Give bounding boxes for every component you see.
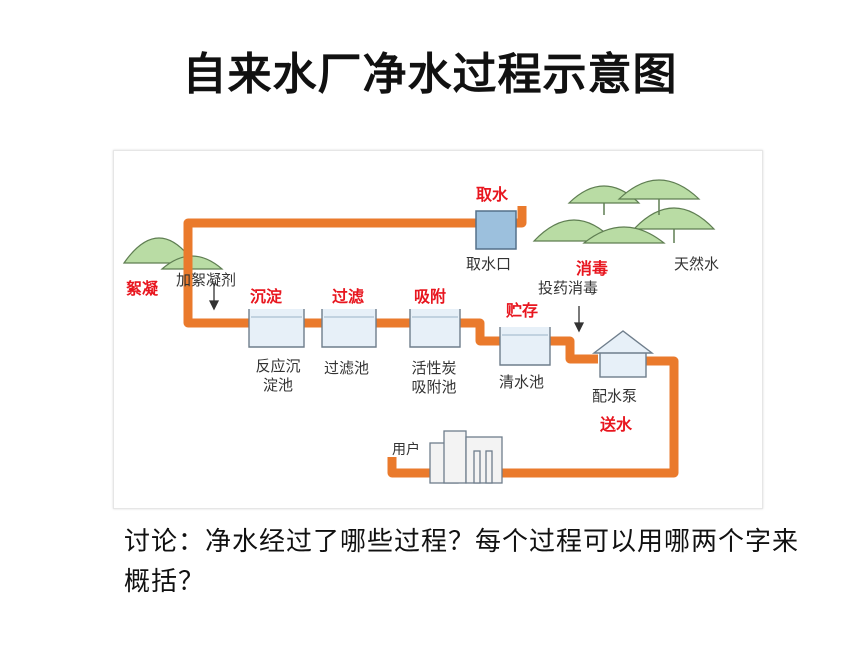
water-lines (251, 316, 548, 336)
filter-tank (321, 309, 377, 348)
reaction-tank-label: 反应沉 淀池 (255, 357, 301, 394)
annotation-disinfect: 消毒 (576, 259, 609, 278)
intake-pipe (183, 206, 527, 328)
clear-tank (499, 327, 551, 366)
dosing-arrows (208, 283, 585, 333)
pipe-seg-4 (548, 336, 598, 364)
add-disinfectant-label: 投药消毒 (538, 279, 599, 297)
annotation-adsorb: 吸附 (414, 287, 447, 306)
carbon-tank (409, 309, 461, 348)
pipe-seg-3 (458, 318, 502, 346)
pump-house (591, 330, 655, 378)
add-coagulant-label: 加絮凝剂 (176, 271, 237, 289)
treatment-tanks (248, 309, 551, 366)
annotation-settle: 沉淀 (250, 287, 283, 306)
annotation-deliver: 送水 (600, 415, 633, 434)
annotation-store: 贮存 (506, 301, 539, 320)
intake-label: 取水口 (466, 255, 512, 273)
natural-water-hills (122, 179, 716, 270)
annotation-filter: 过滤 (332, 287, 365, 306)
users-label: 用户 (392, 442, 420, 458)
discussion-question: 讨论：净水经过了哪些过程？每个过程可以用哪两个字来概括？ (124, 527, 800, 597)
annotation-coagulate: 絮凝 (126, 279, 159, 298)
user-buildings (429, 430, 503, 484)
page-title: 自来水厂净水过程示意图 (182, 49, 678, 100)
reaction-tank (248, 309, 305, 348)
tree-trunks (603, 199, 675, 243)
pipeline (183, 206, 679, 478)
diagram-graphics (122, 179, 716, 484)
pump-label: 配水泵 (592, 387, 638, 405)
delivery-pipe (387, 356, 679, 478)
natural-water-label: 天然水 (674, 255, 720, 273)
clear-tank-label: 清水池 (499, 373, 545, 391)
filter-tank-label: 过滤池 (324, 359, 370, 377)
water-treatment-diagram: 取水口 天然水 加絮凝剂 投药消毒 反应沉 淀池 过滤池 活性炭 吸附池 清水池… (113, 150, 763, 509)
carbon-tank-label: 活性炭 吸附池 (411, 359, 457, 396)
annotation-intake: 取水 (476, 185, 509, 204)
intake-box (475, 210, 517, 250)
